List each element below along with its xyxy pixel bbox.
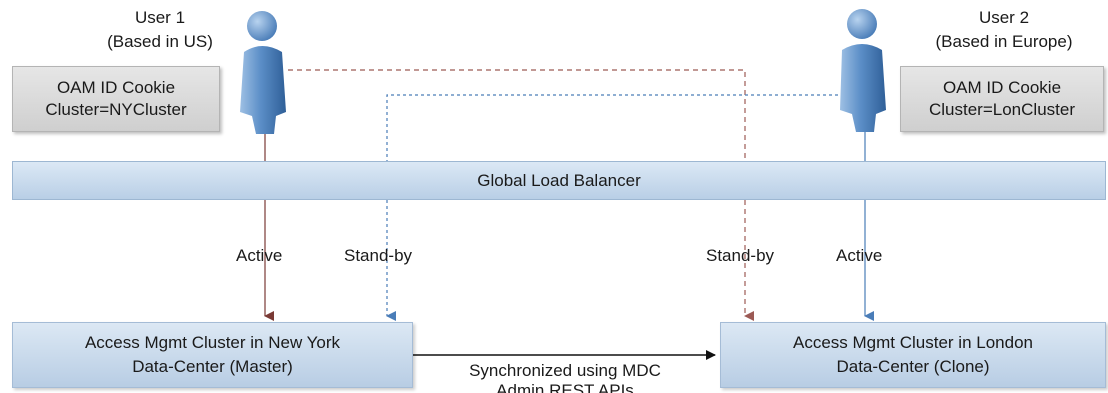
sync-label-line1: Synchronized using MDC xyxy=(469,361,661,380)
cookie-title: OAM ID Cookie xyxy=(942,78,1062,97)
london-cluster: Access Mgmt Cluster in London Data-Cente… xyxy=(720,322,1106,388)
user1-active-label: Active xyxy=(236,246,283,265)
user-icon xyxy=(240,11,286,134)
cookie-cluster: Cluster=NYCluster xyxy=(45,100,187,119)
cluster-role: Data-Center (Clone) xyxy=(836,357,990,376)
user1-cookie-box: OAM ID Cookie Cluster=NYCluster xyxy=(12,66,220,132)
cookie-title: OAM ID Cookie xyxy=(56,78,176,97)
new-york-cluster: Access Mgmt Cluster in New York Data-Cen… xyxy=(12,322,413,388)
global-load-balancer: Global Load Balancer xyxy=(12,161,1106,200)
user2-standby-label: Stand-by xyxy=(706,246,775,265)
cluster-title: Access Mgmt Cluster in New York xyxy=(84,333,341,352)
user2-cookie-box: OAM ID Cookie Cluster=LonCluster xyxy=(900,66,1104,132)
user-icon xyxy=(840,9,886,132)
user1-location: (Based in US) xyxy=(107,32,213,51)
cookie-cluster: Cluster=LonCluster xyxy=(929,100,1075,119)
user1-name: User 1 xyxy=(134,8,186,27)
user1-standby-label: Stand-by xyxy=(344,246,413,265)
user2-active-label: Active xyxy=(836,246,883,265)
sync-label-line2: Admin REST APIs xyxy=(496,381,634,393)
cluster-title: Access Mgmt Cluster in London xyxy=(793,333,1033,352)
user2-location: (Based in Europe) xyxy=(935,32,1073,51)
user2-standby-line xyxy=(386,94,838,161)
user2-name: User 2 xyxy=(978,8,1030,27)
load-balancer-label: Global Load Balancer xyxy=(477,170,641,190)
cluster-role: Data-Center (Master) xyxy=(132,357,293,376)
user1-standby-line xyxy=(288,69,746,161)
